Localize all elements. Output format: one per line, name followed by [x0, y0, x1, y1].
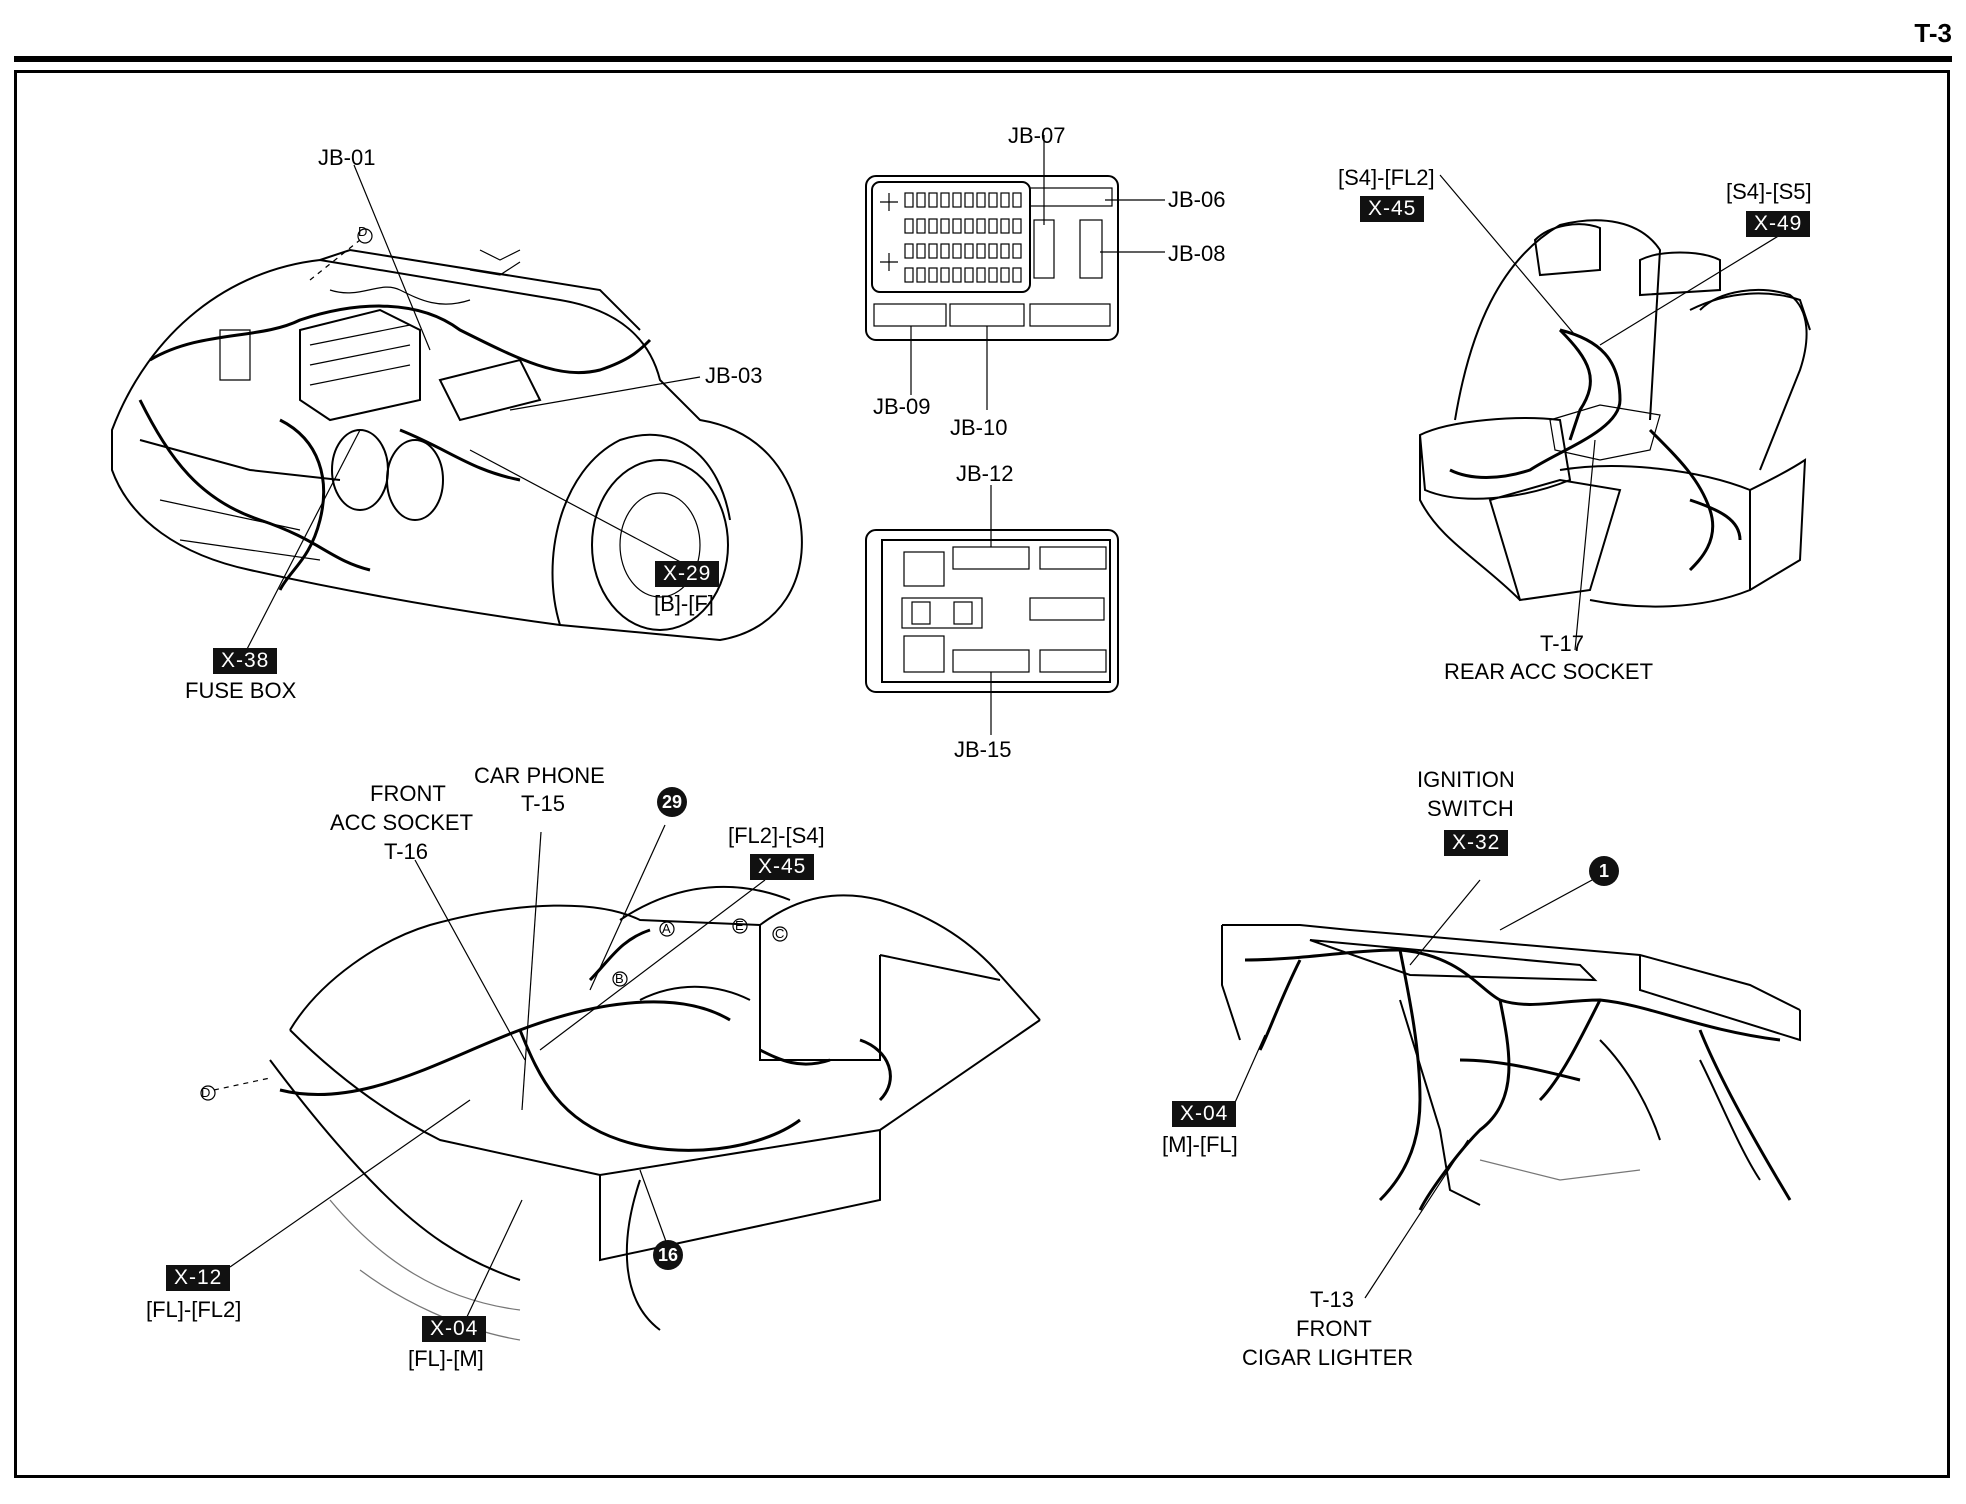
- jb03-label: JB-03: [705, 363, 763, 388]
- front-acc-line1-label: FRONT: [370, 781, 446, 806]
- jb01-label: JB-01: [318, 145, 376, 170]
- body-marker-a: A: [662, 921, 671, 936]
- diagram-frame: [14, 70, 1950, 1478]
- jb10-label: JB-10: [950, 415, 1008, 440]
- body-marker-e: E: [735, 918, 744, 933]
- ignition-line1-label: IGNITION: [1417, 767, 1515, 792]
- x38-tag: X-38: [213, 648, 278, 674]
- x04-body-tag: X-04: [422, 1316, 487, 1342]
- t13-code-label: T-13: [1310, 1287, 1355, 1312]
- rear-seat-illustration: [1418, 174, 1811, 651]
- ground-29-marker: 29: [657, 787, 687, 817]
- engine-bay-illustration: [111, 228, 803, 642]
- x49-tag: X-49: [1746, 211, 1811, 237]
- jb12-label: JB-12: [956, 461, 1014, 486]
- x45-rear-tag: X-45: [1360, 196, 1425, 222]
- x45-body-tag: X-45: [750, 854, 815, 880]
- x04-dash-sub-label: [M]-[FL]: [1162, 1132, 1238, 1157]
- x45-body-top-label: [FL2]-[S4]: [728, 823, 825, 848]
- junction-box-jb07-10: [865, 135, 1165, 410]
- rear-acc-socket-label: REAR ACC SOCKET: [1444, 659, 1654, 684]
- x29-tag: X-29: [655, 561, 720, 587]
- body-marker-d: D: [201, 1085, 211, 1100]
- jb15-label: JB-15: [954, 737, 1012, 762]
- body-marker-b: B: [615, 971, 624, 986]
- t15-code-label: T-15: [521, 791, 566, 816]
- x12-sub-label: [FL]-[FL2]: [146, 1297, 242, 1322]
- x32-tag: X-32: [1444, 830, 1509, 856]
- vehicle-body-illustration: [200, 885, 1041, 1341]
- ground-16-marker: 16: [653, 1240, 683, 1270]
- car-phone-label: CAR PHONE: [474, 763, 605, 788]
- x29-sub-label: [B]-[F]: [654, 591, 714, 616]
- x04-body-sub-label: [FL]-[M]: [408, 1346, 484, 1371]
- x12-tag: X-12: [166, 1265, 231, 1291]
- engine-marker-d: D: [358, 224, 368, 239]
- fuse-box-label: FUSE BOX: [185, 678, 297, 703]
- junction-box-jb12-15: [865, 485, 1119, 735]
- jb08-label: JB-08: [1168, 241, 1226, 266]
- front-acc-line2-label: ACC SOCKET: [330, 810, 474, 835]
- jb06-label: JB-06: [1168, 187, 1226, 212]
- t16-code-label: T-16: [384, 839, 429, 864]
- jb07-label: JB-07: [1008, 123, 1066, 148]
- x49-top-label: [S4]-[S5]: [1726, 179, 1812, 204]
- front-cigar-line2-label: CIGAR LIGHTER: [1242, 1345, 1414, 1370]
- ignition-line2-label: SWITCH: [1427, 796, 1514, 821]
- page-number: T-3: [1914, 18, 1952, 48]
- ground-1-marker: 1: [1589, 856, 1619, 886]
- dashboard-harness-illustration: [1221, 872, 1801, 1299]
- jb09-label: JB-09: [873, 394, 931, 419]
- vehicle-body-leader-lines: [229, 824, 766, 1322]
- x45-rear-top-label: [S4]-[FL2]: [1338, 165, 1435, 190]
- body-marker-c: C: [775, 926, 785, 941]
- x04-dash-tag: X-04: [1172, 1101, 1237, 1127]
- engine-bay-leader-lines: [244, 164, 701, 654]
- front-cigar-line1-label: FRONT: [1296, 1316, 1372, 1341]
- t17-code-label: T-17: [1540, 631, 1585, 656]
- header-rule: [14, 56, 1952, 62]
